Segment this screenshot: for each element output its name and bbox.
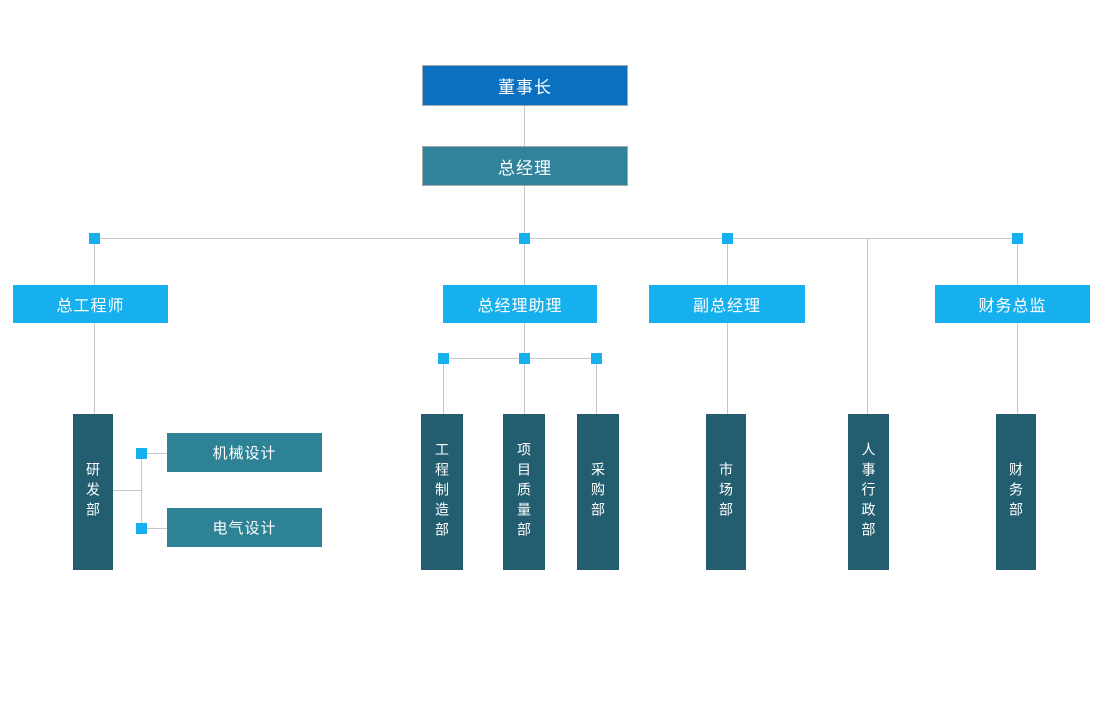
node-procurement-dept[interactable]: 采购部 bbox=[577, 414, 619, 570]
connector-sub-eng-mfg bbox=[443, 358, 444, 414]
handle-rnd-mechanical[interactable] bbox=[136, 448, 147, 459]
node-project-quality-dept-label: 项目质量部 bbox=[516, 442, 532, 542]
connector-branch-electrical bbox=[141, 528, 168, 529]
connector-finance-director-finance bbox=[1017, 238, 1018, 414]
connector-chairman-gm bbox=[524, 105, 525, 146]
node-project-quality-dept[interactable]: 项目质量部 bbox=[503, 414, 545, 570]
node-mechanical-design-label: 机械设计 bbox=[212, 445, 277, 462]
handle-main-center[interactable] bbox=[519, 233, 530, 244]
node-marketing-dept[interactable]: 市场部 bbox=[706, 414, 746, 570]
node-rnd-dept-label: 研发部 bbox=[85, 462, 101, 522]
connector-deputy-gm-marketing bbox=[727, 238, 728, 414]
node-hr-admin-dept[interactable]: 人事行政部 bbox=[848, 414, 889, 570]
node-procurement-dept-label: 采购部 bbox=[590, 462, 606, 522]
node-finance-director[interactable]: 财务总监 bbox=[935, 285, 1090, 323]
handle-main-left[interactable] bbox=[89, 233, 100, 244]
node-chief-engineer[interactable]: 总工程师 bbox=[13, 285, 168, 323]
handle-sub-left[interactable] bbox=[438, 353, 449, 364]
handle-main-deputy[interactable] bbox=[722, 233, 733, 244]
handle-sub-center[interactable] bbox=[519, 353, 530, 364]
node-electrical-design-label: 电气设计 bbox=[212, 520, 277, 537]
connector-chief-engineer-rnd bbox=[94, 238, 95, 414]
connector-branch-mechanical bbox=[141, 453, 168, 454]
connector-main-horizontal bbox=[94, 238, 1017, 239]
handle-rnd-electrical[interactable] bbox=[136, 523, 147, 534]
node-chief-engineer-label: 总工程师 bbox=[56, 298, 125, 315]
node-mechanical-design[interactable]: 机械设计 bbox=[167, 433, 322, 472]
node-deputy-gm[interactable]: 副总经理 bbox=[649, 285, 805, 323]
connector-main-hr-admin bbox=[867, 238, 868, 414]
node-engineering-manufacturing-dept-label: 工程制造部 bbox=[434, 442, 450, 542]
node-marketing-dept-label: 市场部 bbox=[718, 462, 734, 522]
node-chairman[interactable]: 董事长 bbox=[422, 65, 628, 106]
handle-sub-right[interactable] bbox=[591, 353, 602, 364]
node-general-manager-label: 总经理 bbox=[498, 158, 552, 178]
node-general-manager[interactable]: 总经理 bbox=[422, 146, 628, 186]
node-deputy-gm-label: 副总经理 bbox=[692, 298, 761, 315]
node-gm-assistant-label: 总经理助理 bbox=[477, 298, 563, 315]
node-finance-dept[interactable]: 财务部 bbox=[996, 414, 1036, 570]
connector-sub-procurement bbox=[596, 358, 597, 414]
node-finance-director-label: 财务总监 bbox=[978, 298, 1047, 315]
node-rnd-dept[interactable]: 研发部 bbox=[73, 414, 113, 570]
connector-rnd-branch-vertical bbox=[141, 453, 142, 529]
connector-rnd-branch-stub bbox=[112, 490, 142, 491]
handle-main-right[interactable] bbox=[1012, 233, 1023, 244]
node-electrical-design[interactable]: 电气设计 bbox=[167, 508, 322, 547]
node-engineering-manufacturing-dept[interactable]: 工程制造部 bbox=[421, 414, 463, 570]
node-gm-assistant[interactable]: 总经理助理 bbox=[443, 285, 597, 323]
node-finance-dept-label: 财务部 bbox=[1008, 462, 1024, 522]
node-hr-admin-dept-label: 人事行政部 bbox=[860, 442, 877, 542]
node-chairman-label: 董事长 bbox=[498, 78, 552, 97]
